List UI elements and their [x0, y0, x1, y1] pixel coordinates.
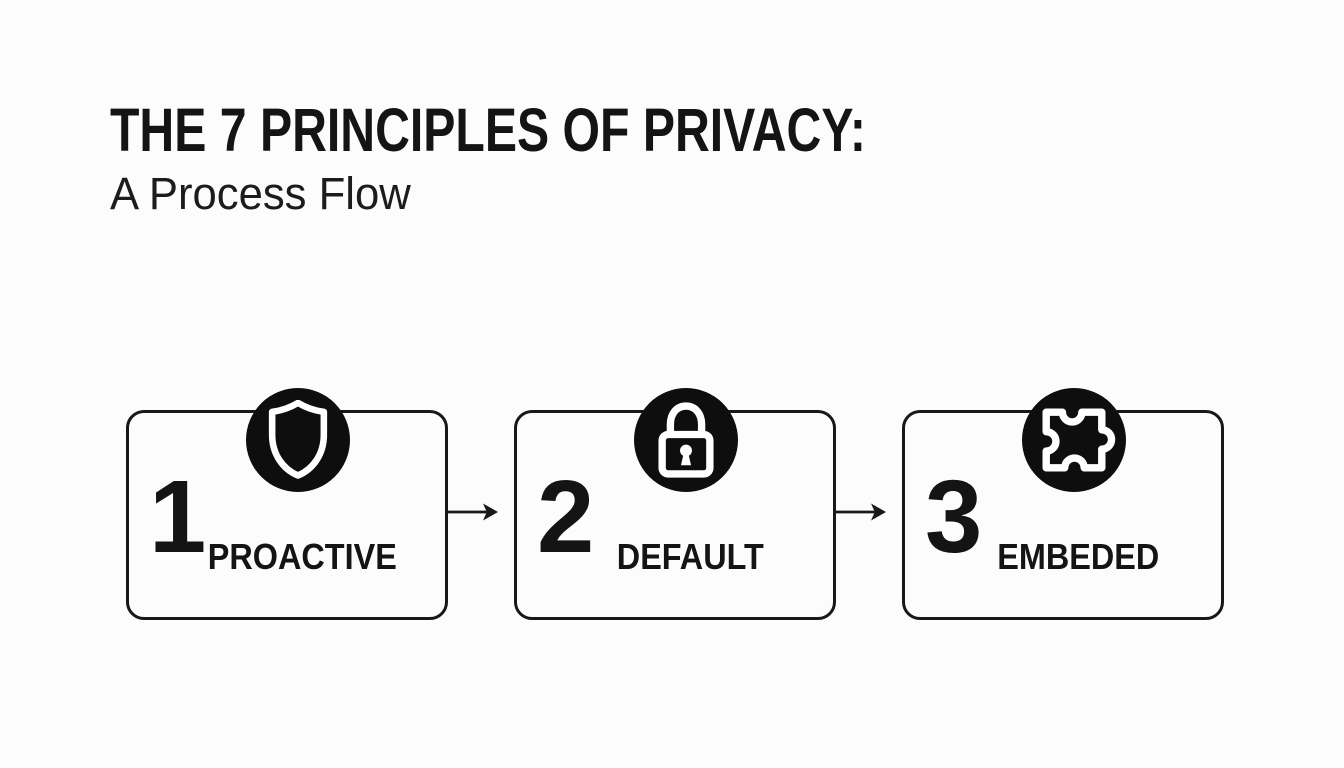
step-number: 2 — [537, 459, 595, 574]
step-number: 3 — [925, 459, 983, 574]
step-card-proactive: 1 PROACTIVE — [126, 388, 448, 620]
arrow-right-icon — [448, 410, 514, 620]
arrow-right-icon — [836, 410, 902, 620]
shield-icon — [246, 388, 350, 492]
step-card-embeded: 3 EMBEDED — [902, 388, 1224, 620]
page-title: THE 7 PRINCIPLES OF PRIVACY: — [110, 96, 866, 164]
step-label: EMBEDED — [997, 536, 1160, 577]
process-flow: 1 PROACTIVE 2 DEFAULT — [126, 388, 1224, 620]
puzzle-piece-icon — [1022, 388, 1126, 492]
lock-icon — [634, 388, 738, 492]
page-subtitle: A Process Flow — [110, 168, 411, 219]
step-label: DEFAULT — [616, 536, 764, 577]
step-label: PROACTIVE — [207, 536, 397, 577]
step-number: 1 — [149, 459, 207, 574]
step-card-default: 2 DEFAULT — [514, 388, 836, 620]
